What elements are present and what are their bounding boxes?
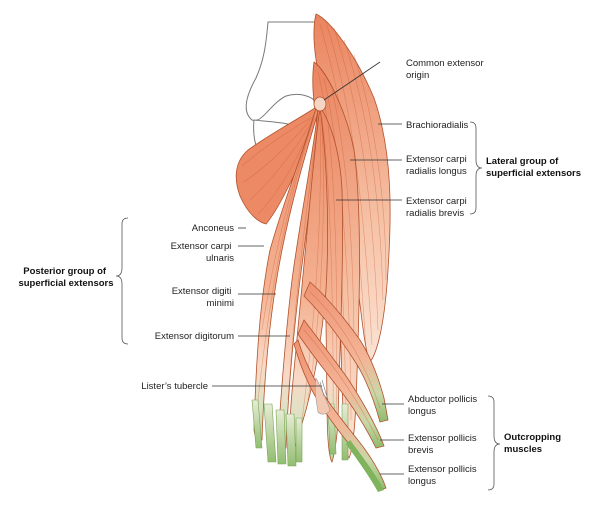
label-ep-longus: Extensor pollicis longus — [408, 464, 479, 487]
distal-tendons — [251, 399, 349, 467]
abductor-pollicis-longus-muscle — [303, 281, 389, 423]
label-listers-tubercle: Lister’s tubercle — [141, 381, 208, 392]
ep-brevis-muscle — [297, 319, 385, 449]
label-ep-brevis: Extensor pollicis brevis — [408, 433, 479, 456]
label-ed-digitorum: Extensor digitorum — [155, 331, 234, 342]
label-brachioradialis: Brachioradialis — [406, 120, 469, 131]
listers-tubercle-structure — [314, 377, 331, 415]
lateral-group-brace — [469, 121, 483, 215]
label-ec-ulnaris: Extensor carpi ulnaris — [171, 241, 235, 264]
posterior-group-brace — [115, 217, 129, 345]
label-ecr-brevis: Extensor carpi radialis brevis — [406, 196, 469, 219]
label-anconeus: Anconeus — [192, 223, 235, 234]
label-posterior-group: Posterior group of superficial extensors — [18, 266, 113, 289]
label-outcropping-group: Outcropping muscles — [504, 432, 564, 455]
label-common-extensor-origin: Common extensor origin — [406, 58, 486, 81]
common-extensor-origin-point — [313, 96, 327, 112]
label-lateral-group: Lateral group of superficial extensors — [486, 156, 581, 179]
ep-longus-muscle — [293, 339, 387, 492]
label-abductor-pollicis-longus: Abductor pollicis longus — [408, 394, 480, 417]
label-ecr-longus: Extensor carpi radialis longus — [406, 154, 469, 177]
outcropping-group-brace — [487, 395, 501, 491]
leader-lines — [212, 61, 404, 475]
label-ed-minimi: Extensor digiti minimi — [172, 286, 234, 309]
